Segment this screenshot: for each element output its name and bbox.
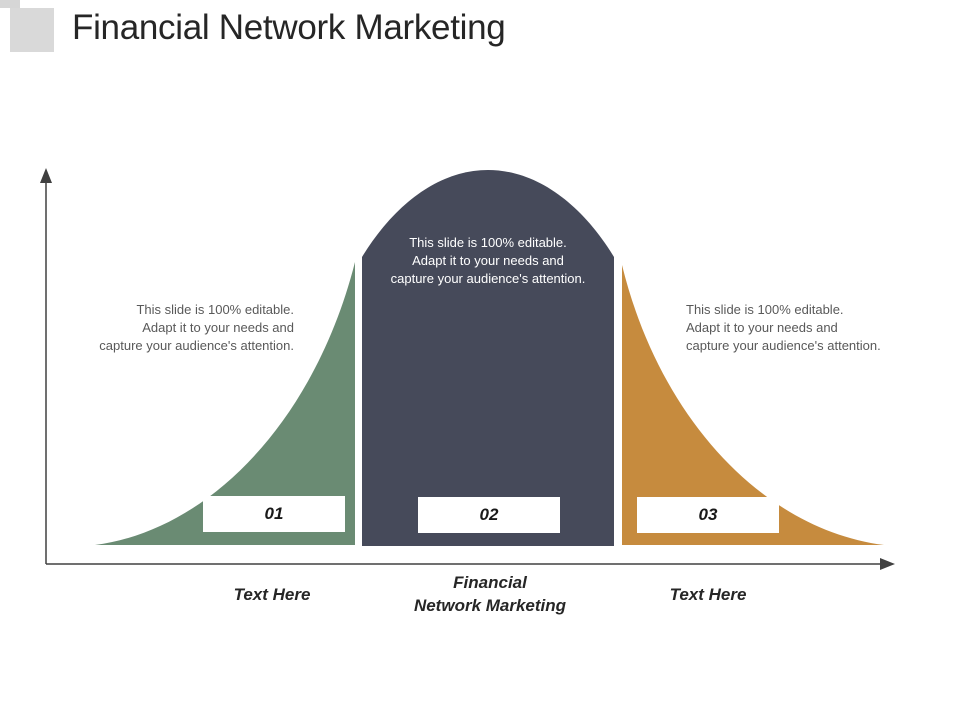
curve-segment-center: [362, 170, 614, 546]
corner-decoration-square: [10, 8, 54, 52]
segment-3-number: 03: [637, 497, 779, 533]
page-title: Financial Network Marketing: [72, 8, 506, 47]
x-axis-arrow-icon: [880, 558, 895, 570]
segment-1-description: This slide is 100% editable. Adapt it to…: [99, 302, 294, 353]
corner-decoration: [0, 0, 20, 8]
segment-2-number: 02: [418, 497, 560, 533]
curve-segment-right: [622, 265, 884, 545]
segment-3-label: Text Here: [669, 585, 747, 604]
y-axis-arrow-icon: [40, 168, 52, 183]
segment-1-number: 01: [203, 496, 345, 532]
curve-segment-left: [95, 262, 355, 545]
segment-2-label: Financial Network Marketing: [413, 573, 567, 615]
segment-2-description: This slide is 100% editable. Adapt it to…: [390, 235, 586, 286]
segment-3-description: This slide is 100% editable. Adapt it to…: [686, 302, 881, 353]
segment-1-label: Text Here: [233, 585, 311, 604]
